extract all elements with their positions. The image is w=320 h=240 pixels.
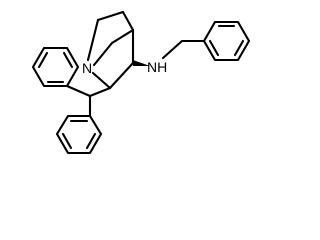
ring-outline xyxy=(202,20,251,62)
ring-nitrogen-label: N xyxy=(82,60,92,76)
ring-outline xyxy=(55,114,103,155)
amine-nh-label: NH xyxy=(147,59,167,75)
bond xyxy=(161,39,184,60)
ring-outline xyxy=(31,46,80,88)
wedge-bond xyxy=(133,60,150,66)
phenyl-ring-lower xyxy=(55,114,103,155)
aromatic-bond xyxy=(208,39,220,57)
bond xyxy=(65,84,92,98)
benzyl-phenyl-ring xyxy=(202,20,251,62)
bond xyxy=(91,71,112,90)
bond xyxy=(92,41,114,67)
aromatic-bond xyxy=(85,132,97,150)
quinuclidine-core xyxy=(86,10,135,90)
bond xyxy=(121,10,135,32)
bond xyxy=(110,28,135,45)
bond xyxy=(88,86,112,98)
aromatic-bond xyxy=(61,132,73,150)
bond xyxy=(86,18,100,62)
aromatic-bond xyxy=(37,51,49,69)
chemical-structure-diagram: N NH xyxy=(31,10,251,155)
aromatic-bond xyxy=(62,51,74,69)
phenyl-ring-upper-left xyxy=(31,46,80,88)
bond xyxy=(108,61,135,90)
aromatic-bond xyxy=(233,39,245,57)
bond xyxy=(96,10,125,22)
